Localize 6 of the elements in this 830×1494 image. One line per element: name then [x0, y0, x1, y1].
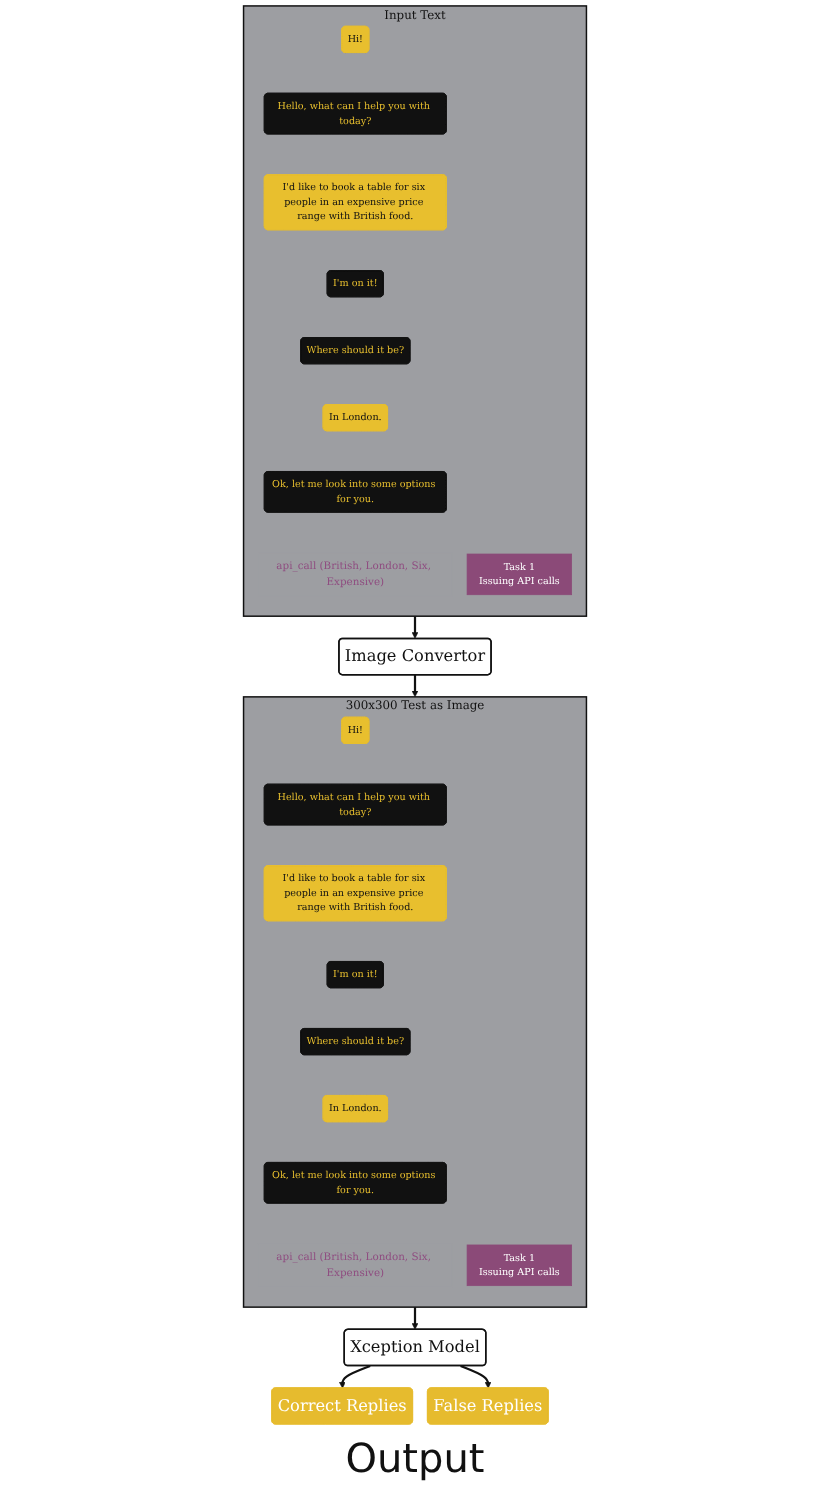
arrow	[411, 616, 419, 639]
arrow	[339, 1364, 371, 1389]
output-label: Output	[345, 1434, 485, 1482]
arrow	[460, 1364, 492, 1389]
arrow	[411, 674, 419, 698]
arrow	[411, 1307, 419, 1330]
